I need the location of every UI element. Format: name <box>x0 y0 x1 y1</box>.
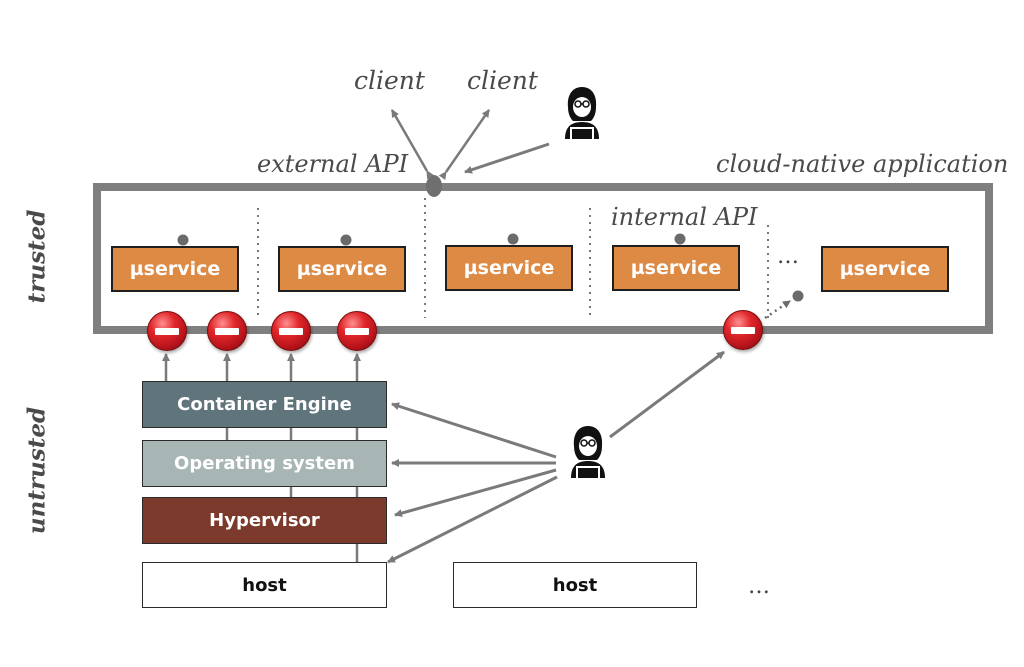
client-right-arrow <box>438 109 491 181</box>
microservice-box: µservice <box>445 245 573 291</box>
microservice-box: µservice <box>111 246 239 292</box>
microservice-box: µservice <box>612 245 740 291</box>
attacker-icon <box>565 87 599 139</box>
service-port <box>340 234 352 246</box>
cloud-native-application-label: cloud-native application <box>716 150 1009 178</box>
client-left-arrow <box>390 109 434 180</box>
client-label-left: client <box>354 66 425 95</box>
attack-arrow-container-engine <box>391 402 557 459</box>
untrusted-label: untrusted <box>23 406 51 535</box>
service-port <box>507 233 519 245</box>
attack-arrow-internal <box>609 350 725 439</box>
external-api-port <box>426 175 442 197</box>
attacker-icon <box>571 426 605 478</box>
microservice-box: µservice <box>821 246 949 292</box>
trusted-label: trusted <box>23 209 51 304</box>
attack-arrow-host <box>387 475 558 564</box>
host-box: host <box>453 562 697 608</box>
container-engine-layer: Container Engine <box>142 381 387 428</box>
host-box: host <box>142 562 387 608</box>
no-entry-icon <box>271 311 311 351</box>
client-label-right: client <box>467 66 538 95</box>
internal-dotted-arrow <box>764 299 791 320</box>
attack-arrow-hypervisor <box>394 468 557 517</box>
microservice-box: µservice <box>278 246 406 292</box>
service-port <box>674 233 686 245</box>
no-entry-icon <box>147 311 187 351</box>
attacker-external-arrow <box>464 142 550 174</box>
internal-api-label: internal API <box>611 203 758 231</box>
service-port <box>177 234 189 246</box>
no-entry-icon <box>337 311 377 351</box>
operating-system-layer: Operating system <box>142 440 387 487</box>
application-boundary <box>93 183 993 334</box>
more-hosts-ellipsis: … <box>748 574 770 599</box>
internal-port <box>792 290 804 302</box>
more-services-ellipsis: … <box>777 244 799 269</box>
hypervisor-layer: Hypervisor <box>142 497 387 544</box>
no-entry-icon <box>207 311 247 351</box>
external-api-label: external API <box>257 150 409 178</box>
no-entry-icon <box>723 310 763 350</box>
